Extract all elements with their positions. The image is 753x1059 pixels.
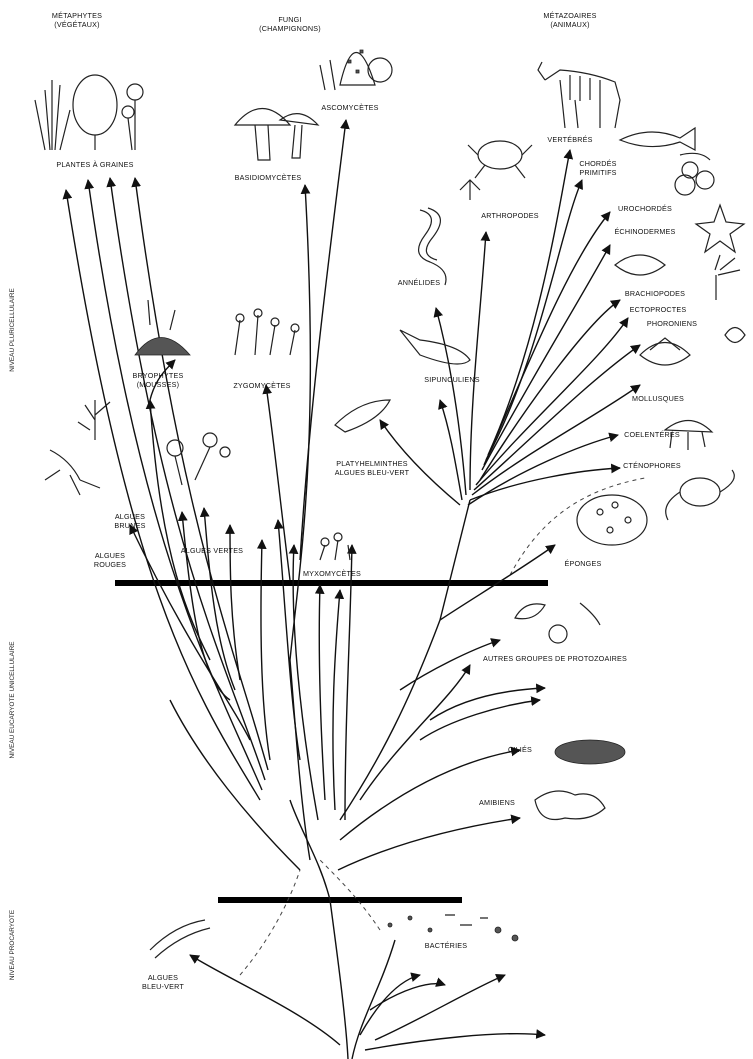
kingdom-labels: MÉTAPHYTES (VÉGÉTAUX) FUNGI (CHAMPIGNONS… [52, 11, 597, 33]
tunicate-illustration [675, 153, 714, 195]
label-zygomycetes: ZYGOMYCÈTES [233, 381, 290, 390]
label-cilies: CILIÉS [508, 745, 532, 754]
label-ectoproctes: ECTOPROCTES [630, 305, 687, 314]
label-annelides: ANNÉLIDES [398, 278, 441, 287]
kingdom-fungi-sub: (CHAMPIGNONS) [259, 24, 321, 33]
amoeba-illustration [535, 791, 605, 820]
label-chordes: CHORDÉS [579, 159, 616, 168]
label-algues-bleu-vert: ALGUES [148, 973, 178, 982]
label-mollusques: MOLLUSQUES [632, 394, 684, 403]
slime-mold-illustration [320, 533, 350, 560]
label-ascomycetes: ASCOMYCÈTES [321, 103, 378, 112]
label-bryophytes: BRYOPHYTES [133, 371, 184, 380]
label-platyhelminthes-algues: ALGUES BLEU-VERT [335, 468, 410, 477]
label-ctenophores: CTÉNOPHORES [623, 461, 681, 470]
level-pluricellulaire: NIVEAU PLURICELLULAIRE [9, 288, 16, 371]
kingdom-metazoaires-sub: (ANIMAUX) [550, 20, 589, 29]
crinoid-illustration [715, 255, 740, 300]
trunk-branches [190, 900, 545, 1059]
protozoa-illustration [515, 603, 600, 643]
green-algae-illustration [167, 433, 230, 485]
level-unicellulaire: NIVEAU EUCARYOTE UNICELLULAIRE [9, 641, 16, 758]
mushroom-illustration [235, 109, 318, 161]
flatworm-illustration [335, 400, 390, 432]
bacteria-illustration [388, 915, 518, 941]
brachiopod-illustration [615, 255, 665, 275]
label-algues-rouges-2: ROUGES [94, 560, 126, 569]
eukaryote-branches [290, 545, 555, 900]
flowering-plant-illustration [122, 84, 143, 150]
plant-branches [66, 178, 300, 870]
label-basidiomycetes: BASIDIOMYCÈTES [235, 173, 302, 182]
label-bryophytes-mousses: (MOUSSES) [137, 380, 180, 389]
label-urochordes: UROCHORDÉS [618, 204, 672, 213]
label-echinodermes: ÉCHINODERMES [614, 227, 675, 236]
label-chordes-primitifs: PRIMITIFS [579, 168, 616, 177]
label-algues-brunes-2: BRUNES [114, 521, 145, 530]
level-procaryote: NIVEAU PROCARYOTE [9, 910, 16, 980]
label-brachiopodes: BRACHIOPODES [625, 289, 685, 298]
endosymbiosis-line-left [240, 870, 300, 975]
crab-illustration [460, 141, 532, 200]
label-algues-brunes: ALGUES [115, 512, 145, 521]
level-labels: NIVEAU PLURICELLULAIRE NIVEAU EUCARYOTE … [9, 288, 16, 980]
label-arthropodes: ARTHROPODES [481, 211, 539, 220]
label-myxomycetes: MYXOMYCÈTES [303, 569, 361, 578]
fish-illustration [620, 128, 695, 150]
brown-algae-illustration [45, 400, 110, 495]
kingdom-metaphytes-sub: (VÉGÉTAUX) [54, 20, 99, 29]
tree-illustration [73, 75, 117, 150]
sipunculid-illustration [400, 330, 470, 364]
morel-illustration [320, 50, 392, 90]
taxon-labels: PLANTES À GRAINES BASIDIOMYCÈTES ASCOMYC… [56, 103, 697, 991]
moss-illustration [135, 300, 190, 355]
label-plantes-a-graines: PLANTES À GRAINES [56, 160, 133, 169]
label-eponges: ÉPONGES [565, 559, 602, 568]
kingdom-metaphytes: MÉTAPHYTES [52, 11, 102, 20]
label-autres-protozoaires: AUTRES GROUPES DE PROTOZOAIRES [483, 654, 627, 663]
label-phoroniens: PHORONIENS [647, 319, 697, 328]
animal-branches [380, 150, 640, 620]
zygomycete-illustration [235, 309, 299, 355]
label-bacteries: BACTÉRIES [425, 941, 468, 950]
grass-illustration [35, 80, 70, 150]
label-algues-vertes: ALGUES VERTES [181, 546, 243, 555]
kingdom-metazoaires: MÉTAZOAIRES [543, 11, 596, 20]
starfish-illustration [696, 205, 744, 252]
label-amibiens: AMIBIENS [479, 798, 515, 807]
mollusc-illustration [640, 338, 690, 365]
label-sipunculiens: SIPUNCULIENS [424, 375, 480, 384]
label-vertebres: VERTÉBRÉS [547, 135, 592, 144]
ciliate-illustration [555, 740, 625, 764]
label-coelenteres: COELENTÉRÉS [624, 430, 680, 439]
sponge-illustration [577, 495, 647, 545]
label-platyhelminthes: PLATYHELMINTHES [336, 459, 408, 468]
label-algues-rouges: ALGUES [95, 551, 125, 560]
blue-green-algae-illustration [150, 920, 210, 958]
label-algues-bleu-vert-2: BLEU-VERT [142, 982, 184, 991]
phoronid-illustration [725, 328, 745, 343]
fungi-branches [266, 120, 352, 860]
ctenophore-illustration [666, 470, 735, 520]
worm-illustration [419, 208, 446, 285]
zebra-illustration [538, 62, 620, 128]
kingdom-fungi: FUNGI [278, 15, 301, 24]
